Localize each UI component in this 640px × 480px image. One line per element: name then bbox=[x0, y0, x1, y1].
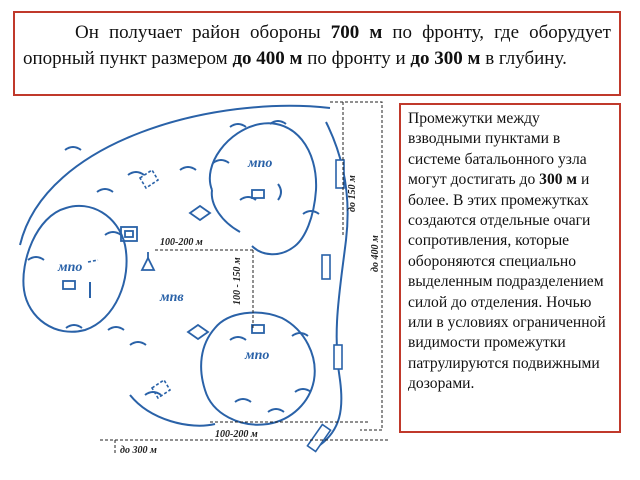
dim-100-200-top: 100-200 м bbox=[160, 237, 203, 248]
bottom-strongpoint-outline bbox=[200, 311, 316, 426]
platoon-cp-bottom bbox=[251, 324, 265, 334]
note-text-box: Промежутки между взводными пунктами в си… bbox=[399, 103, 621, 433]
strongpoint-front-value: до 400 м bbox=[232, 48, 303, 69]
gap-distance-value: 300 м bbox=[539, 171, 578, 189]
dashed-position-top bbox=[138, 168, 160, 190]
dim-300: до 300 м bbox=[120, 445, 157, 456]
dim-150: до 150 м bbox=[347, 175, 358, 212]
lower-arc bbox=[129, 394, 216, 427]
platoon-cp-top bbox=[251, 189, 265, 199]
left-strongpoint-outline bbox=[22, 204, 128, 333]
observation-post-diamond-top bbox=[188, 204, 212, 222]
label-mpo-left: мпо bbox=[57, 260, 82, 275]
triangle-marker bbox=[140, 255, 156, 271]
intro-text-box: Он получает район обороны 700 м по фронт… bbox=[13, 11, 621, 96]
dim-100-200-bottom: 100-200 м bbox=[215, 429, 258, 440]
label-mpo-top: мпо bbox=[247, 156, 272, 171]
front-width-value: 700 м bbox=[330, 22, 383, 43]
dashed-position-bottom bbox=[150, 378, 172, 400]
dim-100-150: 100 - 150 м bbox=[232, 257, 243, 305]
platoon-cp-left bbox=[62, 280, 76, 290]
strongpoint-depth-value: до 300 м bbox=[410, 48, 481, 69]
label-mpv: мпв bbox=[159, 290, 184, 305]
top-strongpoint-outline bbox=[208, 122, 318, 256]
observation-post-diamond-bottom bbox=[186, 323, 210, 341]
defense-scheme-diagram: мпо мпо мпо мпв 100-200 м 100 - 150 м до… bbox=[19, 101, 390, 456]
label-mpo-bottom: мпо bbox=[244, 348, 269, 363]
dim-400: до 400 м bbox=[370, 235, 381, 272]
defense-area-arc bbox=[19, 104, 331, 246]
command-post-box bbox=[120, 226, 138, 242]
